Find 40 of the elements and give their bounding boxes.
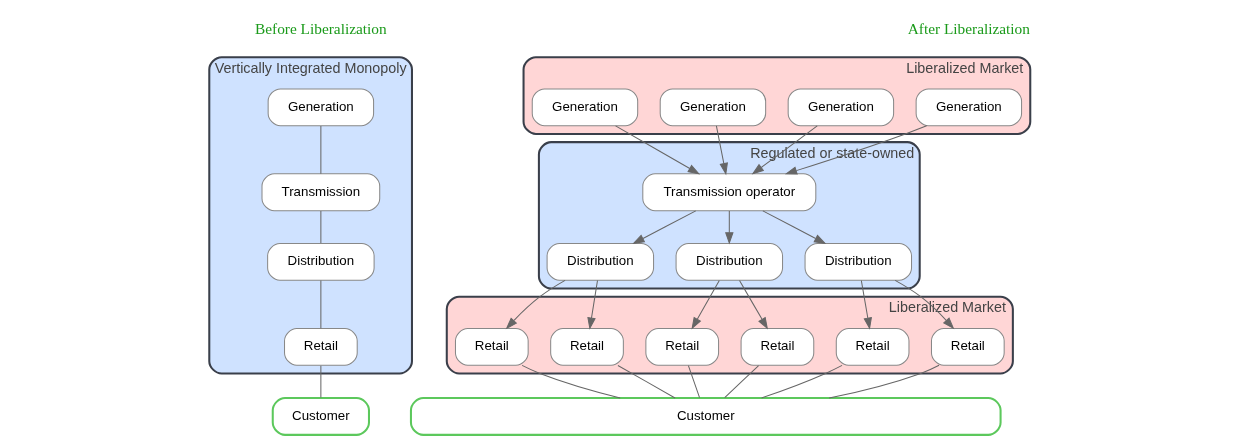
- connector: [761, 364, 843, 399]
- arrow: [739, 280, 768, 330]
- connector: [687, 365, 701, 399]
- label: Before Liberalization: [255, 20, 387, 38]
- node-box: Retail: [645, 327, 720, 366]
- node-box: Distribution: [675, 242, 784, 281]
- connector: [617, 364, 676, 399]
- node-box: Transmission: [261, 173, 381, 212]
- node-box: Customer: [409, 397, 1002, 436]
- node-box: Generation: [531, 88, 639, 127]
- connector: [320, 280, 322, 329]
- node-box: Customer: [271, 397, 370, 436]
- node-box: Generation: [915, 88, 1023, 127]
- node-box: Retail: [930, 327, 1005, 366]
- arrow: [762, 210, 827, 245]
- node-box: Distribution: [267, 242, 375, 281]
- arrow: [860, 280, 872, 330]
- node-box: Transmission operator: [642, 173, 817, 212]
- arrow: [691, 280, 720, 330]
- node-box: Generation: [659, 88, 767, 127]
- node-box: Generation: [787, 88, 895, 127]
- node-box: Distribution: [546, 242, 655, 281]
- arrow: [632, 210, 697, 245]
- node-box: Retail: [835, 327, 910, 366]
- connector: [828, 364, 940, 399]
- connector: [320, 365, 322, 399]
- arrow: [587, 280, 598, 330]
- node-box: Generation: [267, 88, 375, 127]
- connector: [320, 210, 322, 244]
- node-box: Retail: [284, 327, 358, 366]
- connector: [320, 125, 322, 175]
- label: After Liberalization: [907, 20, 1030, 38]
- arrow: [715, 125, 728, 176]
- connector: [521, 364, 621, 399]
- arrow: [725, 210, 734, 245]
- connector: [724, 365, 760, 399]
- node-box: Retail: [454, 327, 529, 366]
- node-box: Distribution: [804, 242, 913, 281]
- node-box: Retail: [550, 327, 624, 366]
- node-box: Retail: [740, 327, 815, 366]
